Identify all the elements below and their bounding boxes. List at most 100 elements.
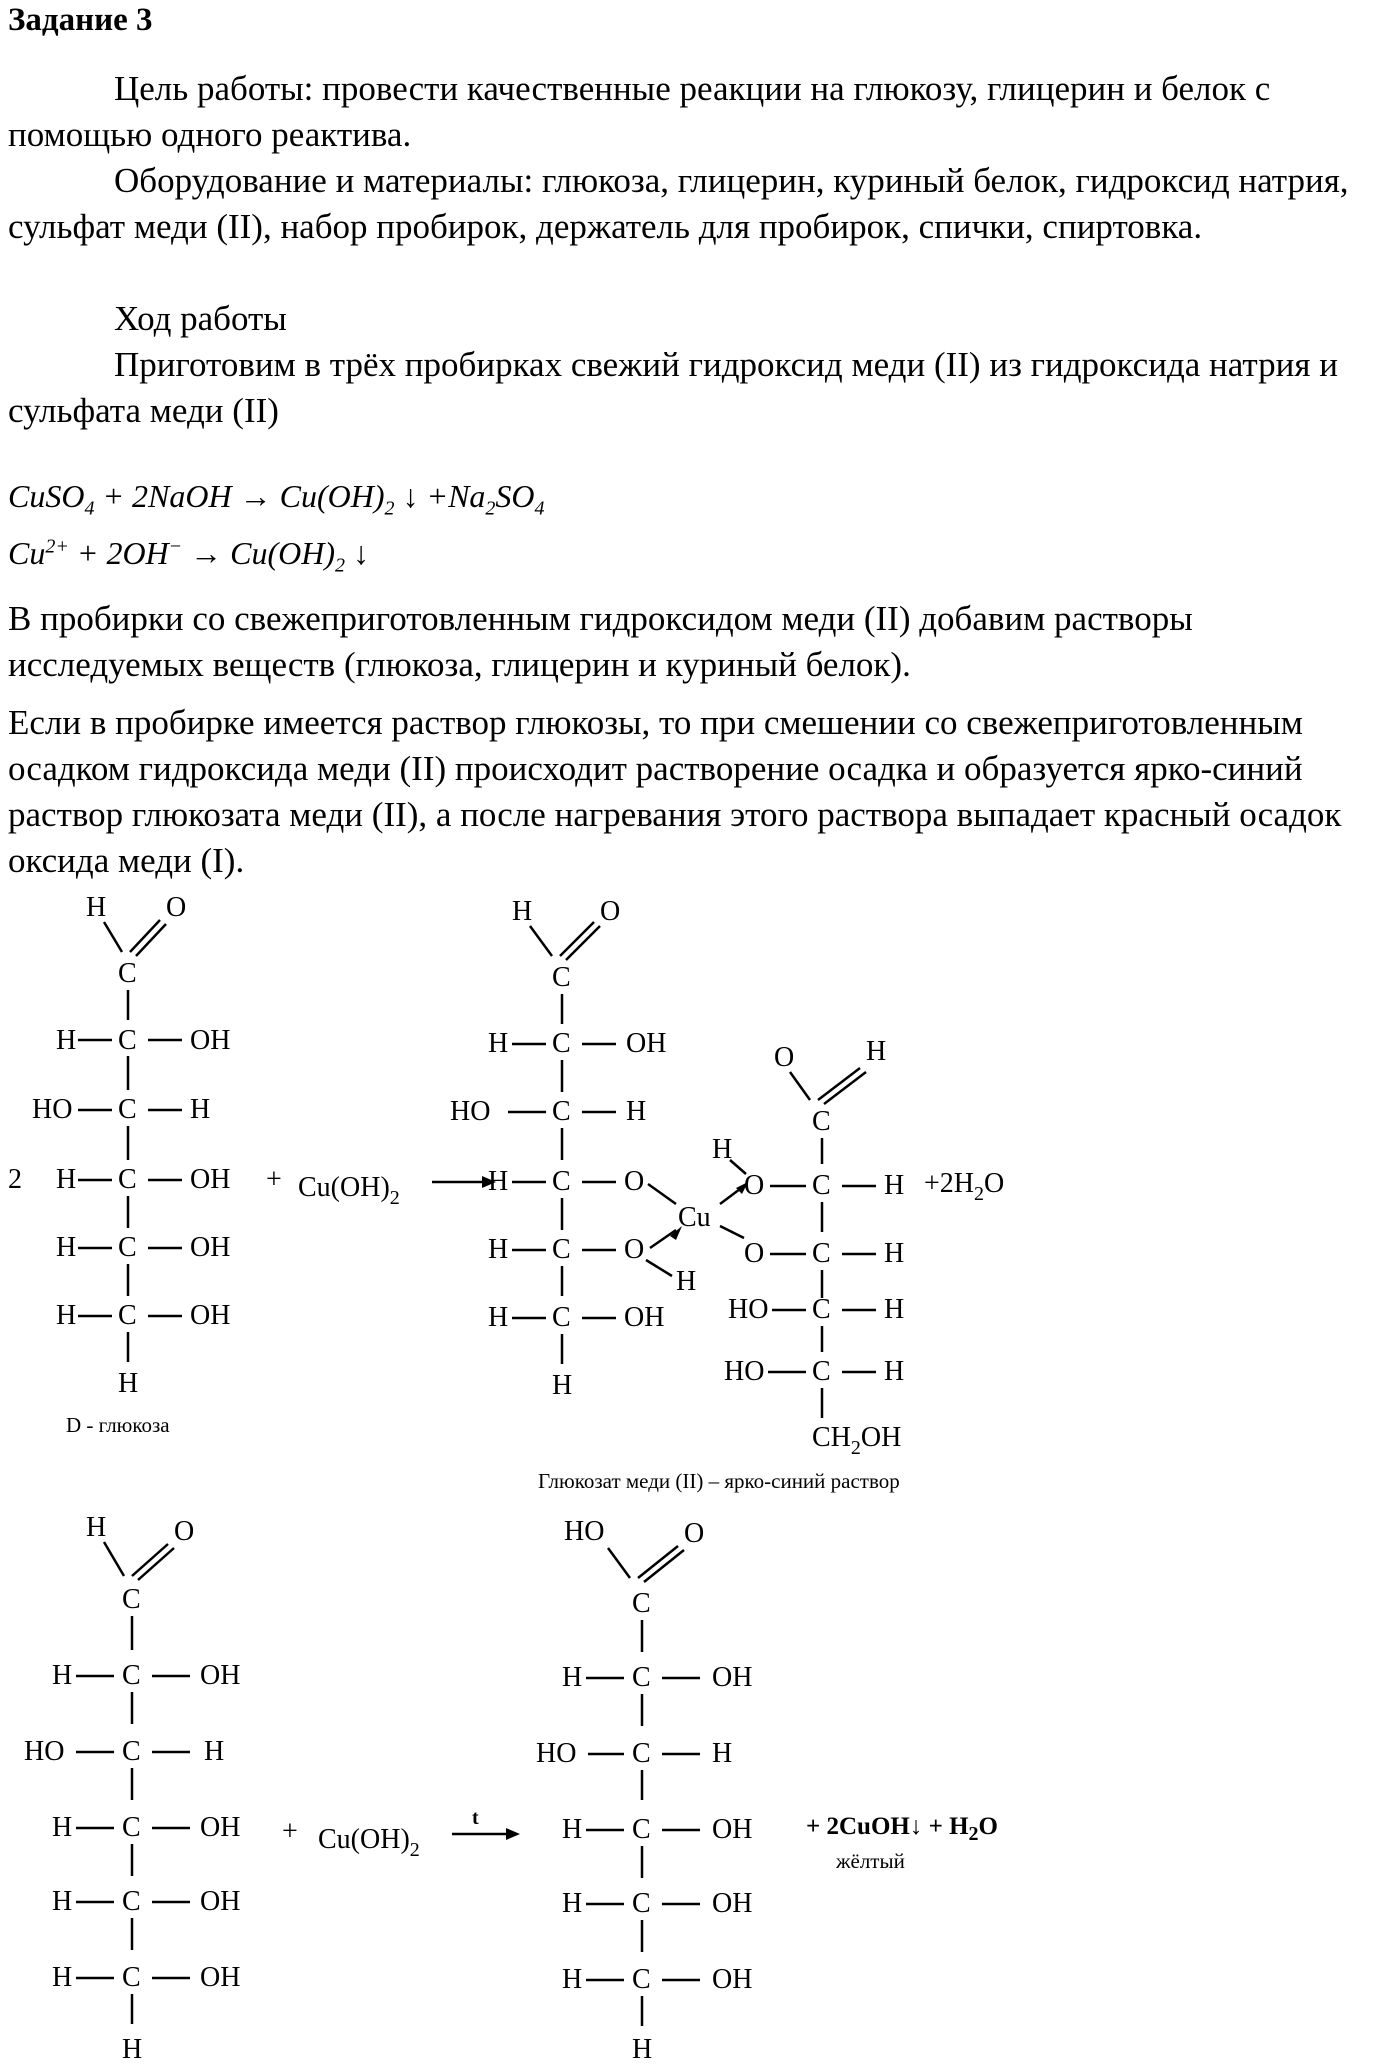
glucosate-right-part: O H C H O C H O C H HO C H HO C H	[712, 1036, 904, 1418]
svg-text:C: C	[118, 1300, 137, 1331]
svg-text:H: H	[866, 1036, 886, 1067]
svg-text:C: C	[122, 1584, 141, 1615]
svg-text:H: H	[52, 1660, 72, 1691]
svg-text:H: H	[884, 1238, 904, 1269]
svg-text:H: H	[562, 1662, 582, 1693]
svg-text:C: C	[552, 1166, 571, 1197]
svg-text:OH: OH	[200, 1812, 240, 1843]
svg-text:H: H	[488, 1166, 508, 1197]
svg-text:H: H	[488, 1028, 508, 1059]
svg-text:OH: OH	[200, 1886, 240, 1917]
svg-text:C: C	[812, 1356, 831, 1387]
svg-text:C: C	[122, 1736, 141, 1767]
glucosate-left-part: H O C H C OH HO C H H C O H C O H C OH	[450, 896, 696, 1401]
svg-text:O: O	[744, 1238, 764, 1269]
svg-text:H: H	[676, 1266, 696, 1297]
svg-text:H: H	[118, 1368, 138, 1399]
svg-text:H: H	[552, 1370, 572, 1401]
svg-text:H: H	[562, 1888, 582, 1919]
svg-text:HO: HO	[536, 1738, 576, 1769]
glucose-structure-2: H O C H C OH HO C H H C OH H C OH H C OH	[24, 1512, 240, 2065]
svg-text:O: O	[624, 1234, 644, 1265]
svg-text:H: H	[52, 1886, 72, 1917]
equation-molecular: CuSO4 + 2NaOH → Cu(OH)2 ↓ +Na2SO4	[8, 478, 545, 520]
svg-text:HO: HO	[564, 1516, 604, 1547]
svg-text:H: H	[562, 1814, 582, 1845]
svg-text:H: H	[204, 1736, 224, 1767]
paragraph-add-solutions: В пробирки со свежеприготовленным гидрок…	[8, 599, 1193, 684]
svg-text:H: H	[86, 1512, 106, 1543]
svg-text:H: H	[884, 1170, 904, 1201]
svg-text:H: H	[56, 1164, 76, 1195]
svg-text:OH: OH	[190, 1300, 230, 1331]
svg-text:C: C	[118, 958, 137, 989]
svg-text:H: H	[488, 1302, 508, 1333]
water-product-1: +2H2O	[924, 1168, 1004, 1205]
svg-text:H: H	[122, 2034, 142, 2065]
reagent-cuoh2-1: Cu(OH)2	[298, 1172, 400, 1209]
equation-ionic: Cu2+ + 2OH− → Cu(OH)2 ↓	[8, 535, 370, 577]
svg-text:C: C	[118, 1025, 137, 1056]
paragraph-prepare: Приготовим в трёх пробирках свежий гидро…	[8, 345, 1338, 430]
svg-text:C: C	[812, 1294, 831, 1325]
svg-text:HO: HO	[32, 1094, 72, 1125]
task-title: Задание 3	[8, 2, 153, 38]
svg-text:C: C	[118, 1164, 137, 1195]
svg-text:C: C	[812, 1238, 831, 1269]
svg-text:H: H	[488, 1234, 508, 1265]
paragraph-procedure-heading: Ход работы	[114, 299, 287, 338]
caption-d-glucose: D - глюкоза	[66, 1413, 170, 1437]
reagent-cuoh2-2: Cu(OH)2	[318, 1824, 420, 1861]
svg-text:C: C	[552, 1302, 571, 1333]
heating-label: t	[472, 1807, 479, 1829]
svg-text:O: O	[174, 1516, 194, 1547]
svg-text:C: C	[632, 1814, 651, 1845]
svg-text:C: C	[122, 1886, 141, 1917]
paragraph-glucose-test: Если в пробирке имеется раствор глюкозы,…	[8, 703, 1342, 880]
svg-text:H: H	[884, 1294, 904, 1325]
svg-text:OH: OH	[626, 1028, 666, 1059]
svg-text:OH: OH	[712, 1662, 752, 1693]
svg-text:HO: HO	[728, 1294, 768, 1325]
svg-text:C: C	[632, 1588, 651, 1619]
svg-text:O: O	[684, 1518, 704, 1549]
svg-text:H: H	[712, 1134, 732, 1165]
products-cuoh-water: + 2CuOH↓ + H2O	[806, 1813, 998, 1845]
svg-text:OH: OH	[190, 1164, 230, 1195]
ch2oh-group: CH2OH	[812, 1422, 901, 1459]
caption-copper-glucosate: Глюкозат меди (II) – ярко-синий раствор	[538, 1469, 900, 1493]
svg-text:C: C	[118, 1094, 137, 1125]
paragraph-goal: Цель работы: провести качественные реакц…	[8, 69, 1271, 154]
svg-text:O: O	[166, 892, 186, 923]
svg-text:C: C	[632, 1888, 651, 1919]
svg-text:O: O	[600, 896, 620, 927]
svg-text:H: H	[52, 1812, 72, 1843]
svg-text:C: C	[122, 1660, 141, 1691]
svg-text:OH: OH	[190, 1232, 230, 1263]
svg-text:C: C	[118, 1232, 137, 1263]
svg-text:OH: OH	[624, 1302, 664, 1333]
plus-sign-2: +	[282, 1816, 298, 1847]
svg-text:O: O	[774, 1042, 794, 1073]
svg-text:HO: HO	[450, 1096, 490, 1127]
plus-sign-1: +	[266, 1164, 282, 1195]
svg-text:H: H	[632, 2034, 652, 2065]
svg-text:H: H	[190, 1094, 210, 1125]
svg-text:H: H	[512, 896, 532, 927]
svg-text:OH: OH	[200, 1962, 240, 1993]
svg-text:C: C	[552, 962, 571, 993]
svg-text:C: C	[632, 1662, 651, 1693]
svg-text:H: H	[56, 1300, 76, 1331]
svg-text:C: C	[122, 1962, 141, 1993]
svg-text:H: H	[56, 1232, 76, 1263]
svg-text:H: H	[712, 1738, 732, 1769]
svg-text:C: C	[552, 1234, 571, 1265]
glucose-structure: H O C H C OH HO C H H C OH H C OH H C OH	[32, 892, 230, 1399]
svg-text:C: C	[552, 1096, 571, 1127]
copper-atom: Cu	[678, 1202, 711, 1233]
gluconic-acid-structure: HO O C H C OH HO C H H C OH H C OH H C O…	[536, 1516, 752, 2065]
paragraph-equipment: Оборудование и материалы: глюкоза, глице…	[8, 161, 1349, 246]
svg-text:C: C	[552, 1028, 571, 1059]
